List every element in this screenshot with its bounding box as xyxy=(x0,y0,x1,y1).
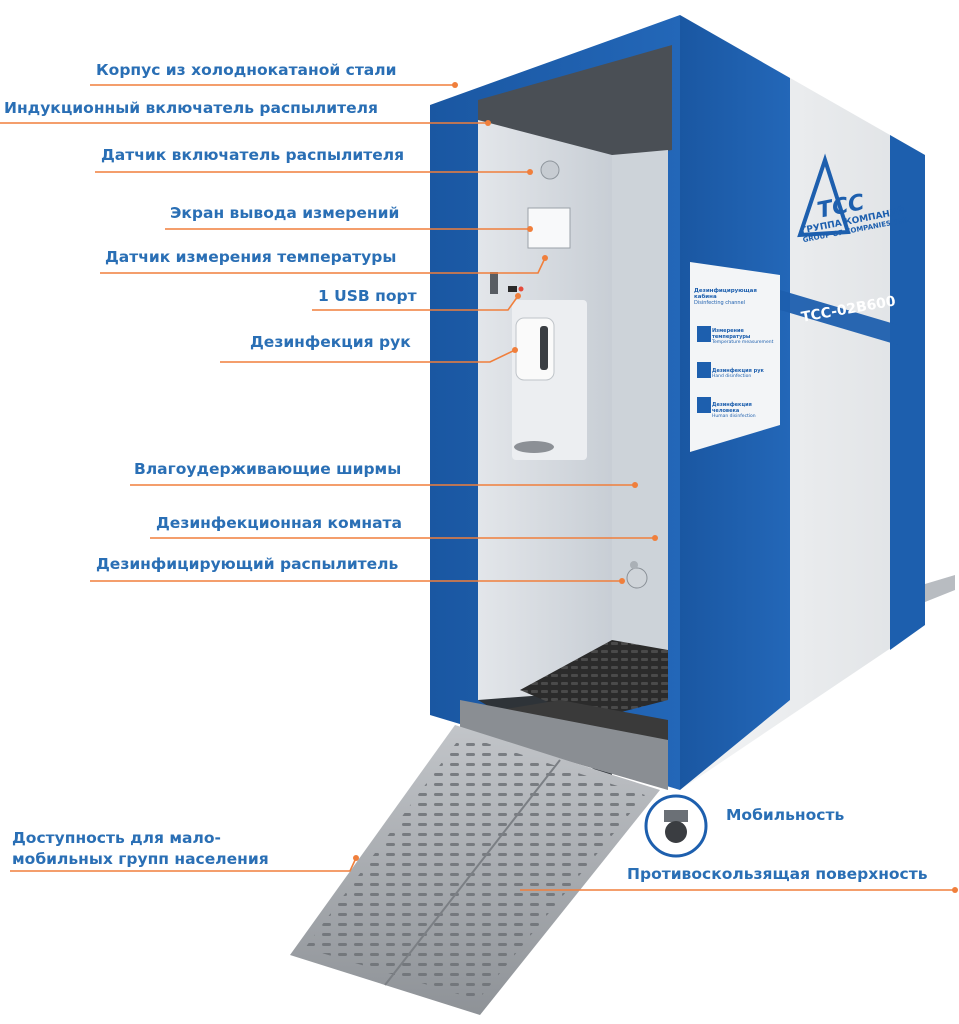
sanitizer-dispenser xyxy=(515,317,555,381)
panel-item-en: Temperature measurement xyxy=(712,340,774,345)
callout-hand-disinfection: Дезинфекция рук xyxy=(250,333,411,351)
indicator-light xyxy=(518,286,524,292)
panel-item-ru: Дезинфекция человека xyxy=(712,402,752,414)
side-wall-band xyxy=(780,290,898,345)
panel-item: Измерение температуры Temperature measur… xyxy=(712,328,778,345)
callout-sensor-switch: Датчик включатель распылителя xyxy=(101,146,405,164)
panel-title-ru: Дезинфицирующая кабина xyxy=(694,288,757,300)
logo-triangle xyxy=(797,153,851,238)
ramp-holes xyxy=(305,735,645,1000)
caster-wheel xyxy=(665,821,687,843)
threshold xyxy=(460,700,668,790)
leader-moisture-screens-arrowhead xyxy=(632,482,638,488)
leader-room-arrowhead xyxy=(652,535,658,541)
panel-item-ru: Дезинфекция рук xyxy=(712,368,764,374)
leader-sprayer-arrowhead xyxy=(619,578,625,584)
leader-display-arrowhead xyxy=(527,226,533,232)
panel-item-en: Hand disinfection xyxy=(712,374,752,379)
sensor-switch xyxy=(540,160,560,180)
callout-temp-sensor: Датчик измерения температуры xyxy=(105,248,397,266)
floor-mat-upper xyxy=(520,640,668,720)
panel-item-en: Human disinfection xyxy=(712,414,756,419)
info-panel-text: Дезинфицирующая кабина Disinfecting chan… xyxy=(694,288,778,419)
drip-tray xyxy=(514,441,554,453)
leader-induction-switch-arrowhead xyxy=(485,120,491,126)
person-icon xyxy=(697,397,711,413)
leader-antislip-arrowhead xyxy=(952,887,958,893)
leader-usb xyxy=(312,295,519,311)
callout-accessibility: Доступность для мало- мобильных групп на… xyxy=(12,829,269,868)
panel-item: Дезинфекция рук Hand disinfection xyxy=(712,368,778,379)
panel-item: Дезинфекция человека Human disinfection xyxy=(712,402,778,419)
ceiling xyxy=(478,45,672,160)
callout-room: Дезинфекционная комната xyxy=(156,514,402,532)
company-logo xyxy=(797,153,851,238)
leader-housing-arrowhead xyxy=(452,82,458,88)
callout-moisture-screens: Влагоудерживающие ширмы xyxy=(134,460,402,478)
callout-induction-switch: Индукционный включатель распылителя xyxy=(4,99,378,117)
display-screen xyxy=(527,207,571,249)
sprayer-nozzle-upper xyxy=(630,561,638,569)
leader-temp-sensor xyxy=(100,257,546,274)
dispenser-window xyxy=(540,326,548,370)
callout-sprayer: Дезинфицирующий распылитель xyxy=(96,555,399,573)
panel-title-en: Disinfecting channel xyxy=(694,300,746,306)
leader-sensor-switch-arrowhead xyxy=(527,169,533,175)
sprayer-nozzle xyxy=(626,567,648,589)
leader-temp-sensor-arrowhead xyxy=(542,255,548,261)
leader-hand-disinfection xyxy=(220,349,516,363)
thermometer-icon xyxy=(697,326,711,342)
side-wall-rear-stripe xyxy=(890,135,925,650)
caster-bracket xyxy=(664,810,688,822)
leader-usb-arrowhead xyxy=(515,293,521,299)
leader-lines xyxy=(0,82,958,893)
info-panel xyxy=(690,262,780,452)
ramp-seam xyxy=(384,759,561,986)
callout-housing: Корпус из холоднокатаной стали xyxy=(96,61,397,79)
panel-item-ru: Измерение температуры xyxy=(712,328,751,340)
callout-mobility: Мобильность xyxy=(726,806,845,824)
callout-antislip: Противоскользящая поверхность xyxy=(627,865,928,883)
callout-usb: 1 USB порт xyxy=(318,287,417,305)
leader-accessibility-arrowhead xyxy=(353,855,359,861)
hand-icon xyxy=(697,362,711,378)
induction-switch xyxy=(490,272,498,294)
leader-hand-disinfection-arrowhead xyxy=(512,347,518,353)
interior-side-wall xyxy=(612,150,668,700)
callout-display: Экран вывода измерений xyxy=(170,204,400,222)
usb-port xyxy=(508,286,517,292)
leader-accessibility xyxy=(10,857,357,872)
